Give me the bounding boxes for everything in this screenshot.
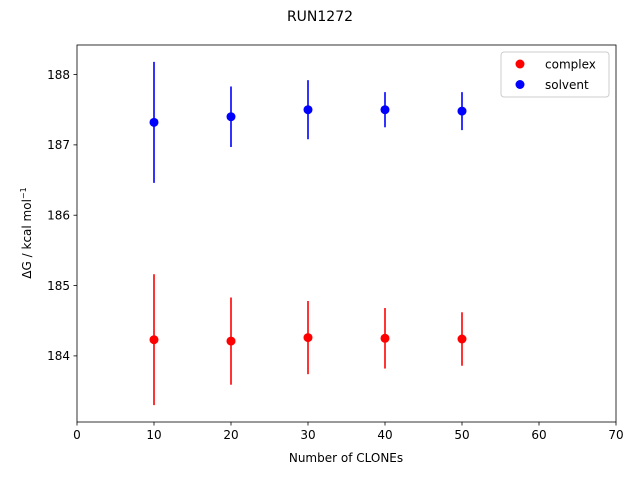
complex-data-point xyxy=(380,333,390,343)
x-axis-label: Number of CLONEs xyxy=(289,451,403,465)
y-axis-label-main: ΔG / kcal mol xyxy=(20,199,34,279)
series-solvent xyxy=(149,61,467,183)
y-tick-label: 185 xyxy=(47,279,70,293)
series-layer xyxy=(149,61,467,406)
solvent-data-point xyxy=(149,117,159,127)
complex-data-point xyxy=(226,336,236,346)
x-axis-ticks: 0 10 20 30 40 50 60 70 xyxy=(73,422,624,442)
y-tick-label: 184 xyxy=(47,349,70,363)
y-axis-label-superscript: −1 xyxy=(19,187,28,199)
x-tick-label: 20 xyxy=(223,428,238,442)
solvent-data-point xyxy=(380,105,390,115)
x-tick-label: 50 xyxy=(454,428,469,442)
y-axis-ticks: 184 185 186 187 188 xyxy=(47,68,77,363)
legend-label-solvent: solvent xyxy=(545,78,589,92)
complex-data-point xyxy=(303,333,313,343)
legend-marker-complex xyxy=(515,59,525,69)
y-tick-label: 187 xyxy=(47,138,70,152)
legend-entries: complex solvent xyxy=(515,57,596,92)
chart-title: RUN1272 xyxy=(287,9,353,25)
complex-data-point xyxy=(149,335,159,345)
legend-marker-solvent xyxy=(515,80,525,89)
x-tick-label: 70 xyxy=(608,428,623,442)
complex-data-point xyxy=(457,334,467,344)
plot-frame xyxy=(76,44,617,423)
x-tick-label: 60 xyxy=(531,428,546,442)
y-axis-label: ΔG / kcal mol−1 xyxy=(19,187,34,278)
y-tick-label: 186 xyxy=(47,209,70,223)
x-tick-label: 30 xyxy=(300,428,315,442)
x-tick-label: 0 xyxy=(73,428,81,442)
solvent-data-point xyxy=(303,105,313,115)
x-tick-label: 40 xyxy=(377,428,392,442)
series-complex xyxy=(149,274,467,406)
solvent-data-point xyxy=(457,106,467,116)
x-tick-label: 10 xyxy=(146,428,161,442)
legend: complex solvent xyxy=(500,51,610,98)
legend-box xyxy=(500,51,610,98)
legend-label-complex: complex xyxy=(545,57,596,71)
solvent-data-point xyxy=(226,112,236,122)
y-tick-label: 188 xyxy=(47,68,70,82)
